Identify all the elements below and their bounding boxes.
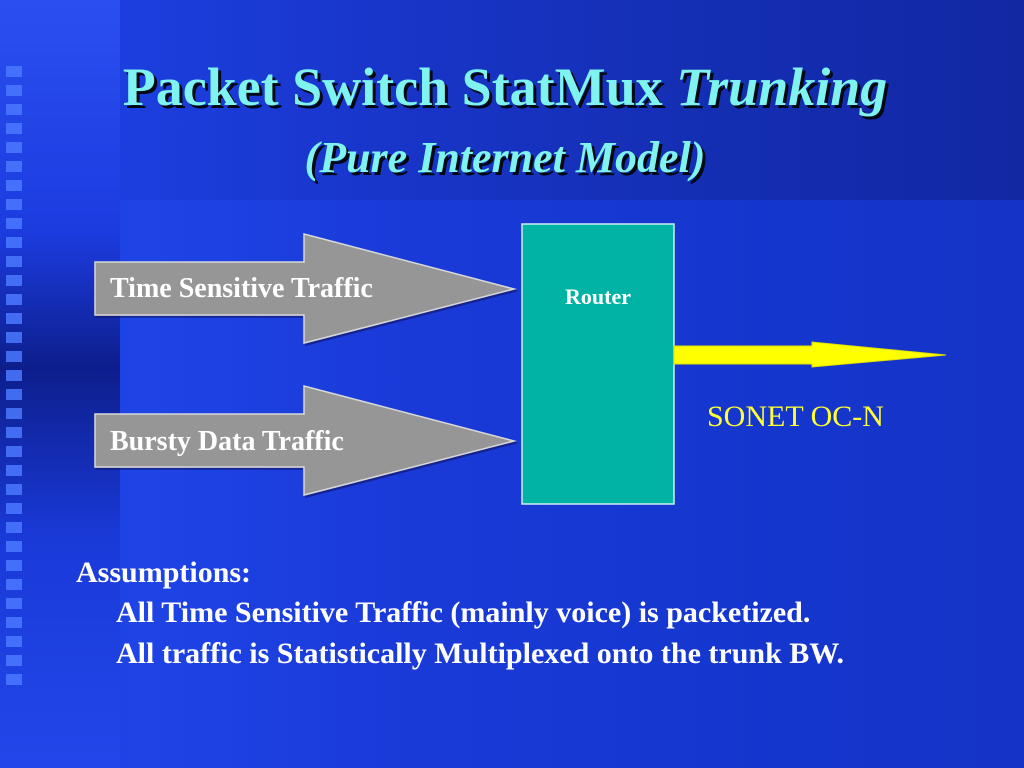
top-shading-band [120,0,1024,200]
time-sensitive-label: Time Sensitive Traffic [110,273,373,304]
time-sensitive-arrow [94,233,517,344]
assumption-line: All traffic is Statistically Multiplexed… [116,637,845,670]
bursty-data-label: Bursty Data Traffic [110,426,344,457]
slide-title: Packet Switch StatMux Trunking [0,52,1010,122]
slide-subtitle: (Pure Internet Model) [304,133,706,182]
router-box [521,223,675,505]
decorative-squares [6,66,22,686]
assumption-line: All Time Sensitive Traffic (mainly voice… [116,596,811,629]
bursty-data-arrow [94,385,517,496]
title-italic: Trunking [676,57,888,117]
assumptions-heading: Assumptions: [76,556,252,589]
title-main: Packet Switch StatMux [122,57,663,117]
output-trunk-arrow [673,341,947,368]
sonet-label: SONET OC-N [707,400,884,433]
router-label: Router [565,284,631,309]
